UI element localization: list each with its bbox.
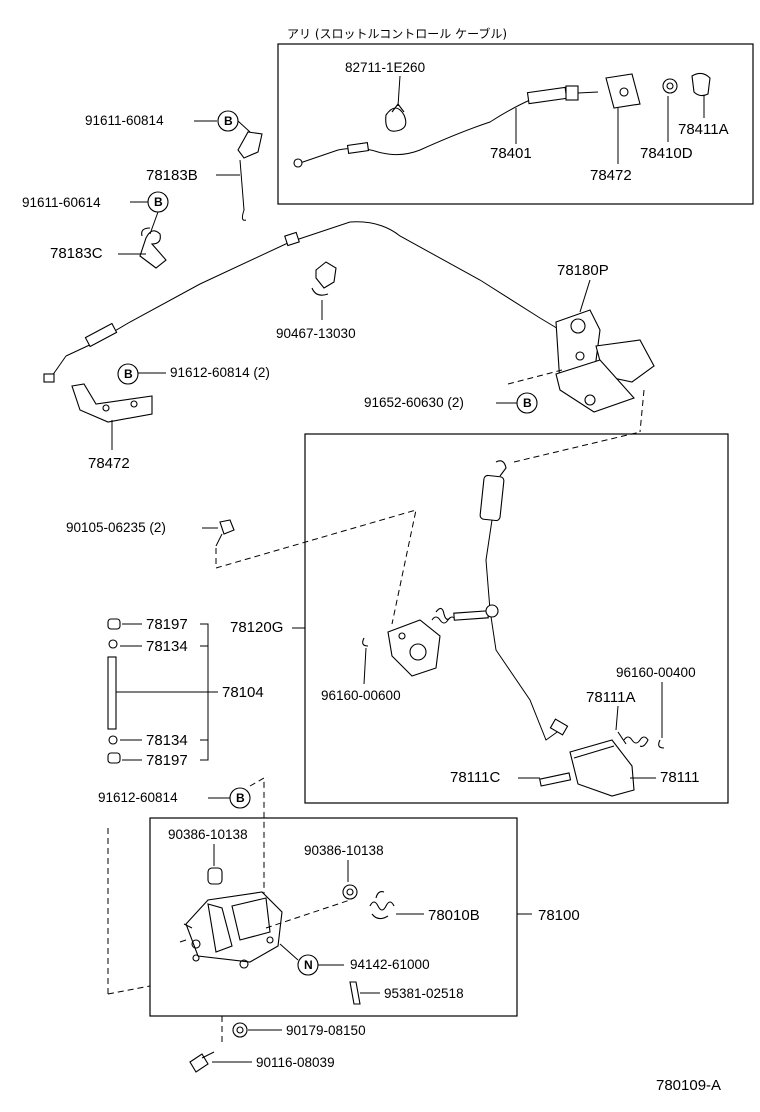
bolt-90105 (215, 519, 235, 547)
label-90116-08039: 90116-08039 (256, 1055, 335, 1070)
base-bracket-box (149, 817, 518, 1017)
label-90105-06235-2: 90105-06235 (2) (66, 520, 166, 535)
drawing-number: 780109-A (656, 1077, 721, 1094)
label-78410d: 78410D (640, 145, 693, 162)
label-91652-60630-2: 91652-60630 (2) (364, 395, 464, 410)
throttle-cable-78401 (293, 85, 599, 168)
label-78197-a: 78197 (146, 616, 188, 633)
pedal-lever-box (304, 433, 729, 804)
label-78120g: 78120G (230, 619, 283, 636)
label-78104: 78104 (222, 684, 264, 701)
cap-78411A (691, 72, 711, 97)
accelerator-cable-78180P (43, 221, 561, 383)
base-bracket-78100 (179, 891, 283, 969)
bracket-78472-left (71, 383, 153, 423)
spring-78010B (369, 891, 395, 920)
svg-text:B: B (523, 396, 532, 410)
label-78010b: 78010B (428, 907, 480, 924)
label-78401: 78401 (490, 145, 532, 162)
svg-text:B: B (236, 791, 245, 805)
pivot-shaft-spring (431, 604, 499, 624)
label-91612-60814-2: 91612-60814 (2) (170, 365, 270, 380)
clip-78183C (139, 227, 167, 269)
clip-82711 (385, 103, 407, 132)
clip-96160-00400 (658, 739, 665, 749)
grommet-78410D (662, 78, 678, 94)
pedal-bracket-78180P (555, 309, 655, 413)
clip-96160-00600 (362, 637, 369, 647)
label-90179-08150: 90179-08150 (286, 1023, 366, 1038)
bushing-90386-b (342, 884, 358, 900)
pedal-lever-78120G (479, 460, 569, 741)
badge-n: N (297, 954, 319, 976)
svg-text:B: B (124, 367, 133, 381)
spacer-assembly-78104 (107, 618, 121, 764)
svg-text:B: B (224, 114, 233, 128)
clip-78183B (237, 131, 263, 221)
pedal-pad-78111 (569, 739, 635, 797)
label-78472-left: 78472 (88, 455, 130, 472)
label-78472-top: 78472 (590, 167, 632, 184)
label-90467-13030: 90467-13030 (276, 326, 356, 341)
spring-78111A (617, 731, 649, 747)
label-78197-b: 78197 (146, 752, 188, 769)
label-95381-02518: 95381-02518 (384, 986, 464, 1001)
sub-assembly-title: アリ (スロットルコントロール ケーブル) (287, 26, 507, 41)
label-78180p: 78180P (557, 262, 609, 279)
label-90386-10138-a: 90386-10138 (168, 827, 248, 842)
badge-b-2: B (147, 191, 169, 213)
sub-assembly-box (277, 43, 754, 205)
label-78134-b: 78134 (146, 732, 188, 749)
svg-text:B: B (154, 195, 163, 209)
clamp-90467 (311, 261, 337, 296)
bracket-78472-top (605, 73, 641, 109)
label-94142-61000: 94142-61000 (350, 957, 430, 972)
label-78100: 78100 (538, 907, 580, 924)
label-82711-1e260: 82711-1E260 (345, 60, 425, 75)
label-90386-10138-b: 90386-10138 (304, 843, 384, 858)
label-96160-00600: 96160-00600 (321, 688, 401, 703)
pivot-bracket (387, 619, 441, 677)
label-78111c: 78111C (450, 769, 500, 786)
nut-90179 (232, 1022, 248, 1038)
label-91611-60614: 91611-60614 (22, 195, 101, 210)
bushing-90386-a (207, 867, 223, 885)
bolt-90116 (189, 1051, 215, 1073)
badge-b-5: B (229, 787, 251, 809)
badge-b-3: B (117, 363, 139, 385)
pin-95381 (349, 981, 361, 1005)
label-78111a: 78111A (586, 689, 636, 706)
badge-b-4: B (516, 392, 538, 414)
label-78183c: 78183C (50, 245, 103, 262)
label-91612-60814: 91612-60814 (98, 790, 178, 805)
label-78111: 78111 (660, 769, 700, 786)
label-96160-00400: 96160-00400 (616, 665, 696, 680)
label-78134-a: 78134 (146, 638, 188, 655)
svg-text:N: N (304, 958, 313, 972)
label-78183b: 78183B (146, 167, 198, 184)
label-91611-60814: 91611-60814 (85, 113, 164, 128)
label-78411a: 78411A (678, 121, 729, 138)
pin-78111C (539, 772, 572, 787)
badge-b-1: B (217, 110, 239, 132)
